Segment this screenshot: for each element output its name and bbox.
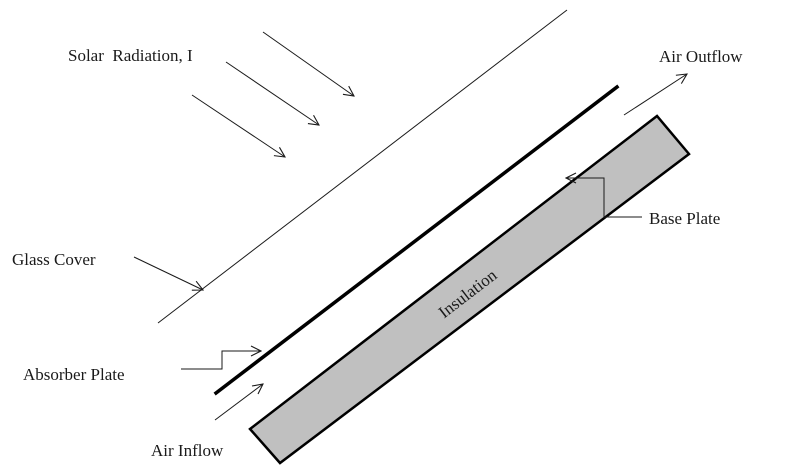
air-outflow-label: Air Outflow bbox=[659, 47, 743, 66]
glass-cover-line bbox=[157, 9, 568, 324]
absorber-plate-leader-arrow bbox=[181, 351, 261, 370]
solar-radiation-arrows bbox=[191, 31, 354, 157]
absorber-plate-line bbox=[213, 84, 620, 396]
air-outflow-arrow bbox=[623, 74, 687, 116]
base-plate-leader-arrow bbox=[566, 178, 642, 218]
solar-radiation-label: Solar Radiation, I bbox=[68, 46, 193, 65]
air-inflow-arrow bbox=[214, 384, 263, 421]
absorber-plate-label: Absorber Plate bbox=[23, 365, 125, 384]
glass-cover-leader-arrow bbox=[133, 256, 203, 290]
base-plate-label: Base Plate bbox=[649, 209, 720, 228]
radiation-arrow bbox=[191, 94, 285, 157]
radiation-arrow bbox=[262, 31, 354, 96]
insulation-slab bbox=[248, 114, 691, 465]
radiation-arrow bbox=[225, 61, 319, 125]
air-inflow-label: Air Inflow bbox=[151, 441, 224, 460]
glass-cover-label: Glass Cover bbox=[12, 250, 96, 269]
